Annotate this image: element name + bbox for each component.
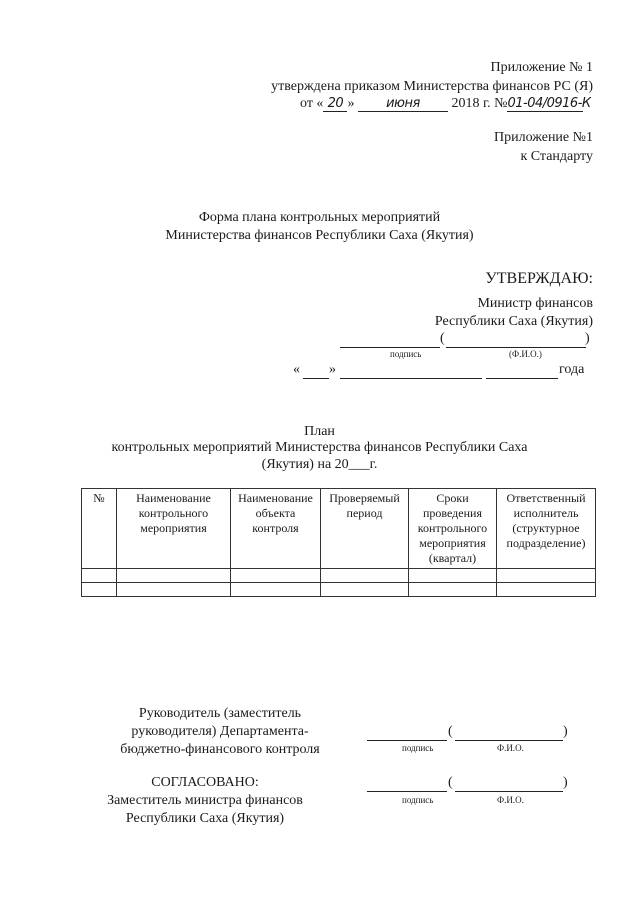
date-open-quote: « [293,362,300,377]
table-cell [496,582,596,597]
order-from-label: от « [300,96,324,111]
col-period: Проверяемый период [320,488,409,569]
head-signature-line [367,740,447,741]
table-cell [496,568,596,583]
minister-title: Министр финансов [477,296,593,311]
year-suffix: года [559,362,585,377]
col-event-name: Наименование контрольного мероприятия [116,488,231,569]
col-object-name: Наименование объекта контроля [230,488,321,569]
table-cell [116,582,231,597]
name-paren-close: ) [585,331,590,346]
table-cell [230,568,321,583]
plan-table: № Наименование контрольного мероприятия … [81,488,596,597]
head-paren-close: ) [563,724,568,739]
table-row [81,568,596,583]
deputy-name-line [455,791,563,792]
table-cell [81,568,117,583]
table-row [81,582,596,597]
appendix-standard-label: Приложение №1 [494,130,593,145]
plan-subtitle-line2: (Якутия) на 20___г. [261,457,378,472]
head-title-line1: Руководитель (заместитель [138,706,302,721]
table-cell [230,582,321,597]
order-day: 20 [323,96,348,112]
signature-line [340,347,440,348]
table-cell [116,568,231,583]
name-paren-open: ( [440,331,445,346]
head-name-caption: Ф.И.О. [497,743,524,753]
plan-subtitle-line1: контрольных мероприятий Министерства фин… [111,440,528,455]
signature-caption: подпись [390,349,422,359]
table-cell [408,568,497,583]
head-title-line2: руководителя) Департамента- [131,724,309,739]
approved-by-line: утверждена приказом Министерства финансо… [271,79,593,94]
date-month-line [340,378,482,379]
name-caption: (Ф.И.О.) [509,349,542,359]
approve-heading: УТВЕРЖДАЮ: [485,270,593,287]
deputy-signature-caption: подпись [402,795,434,805]
deputy-paren-close: ) [563,775,568,790]
agreed-heading: СОГЛАСОВАНО: [151,775,259,790]
minister-republic: Республики Саха (Якутия) [434,314,593,329]
form-title-line2: Министерства финансов Республики Саха (Я… [165,228,474,243]
plan-title: План [304,424,335,439]
date-day-line [303,378,329,379]
table-cell [320,582,409,597]
table-cell [408,582,497,597]
form-title-line1: Форма плана контрольных мероприятий [198,210,441,225]
date-year-line [486,378,558,379]
order-month: июня [357,96,448,112]
head-signature-caption: подпись [402,743,434,753]
col-number: № [81,488,117,569]
date-close-quote: » [329,362,336,377]
to-standard-label: к Стандарту [520,149,593,164]
deputy-title-line2: Республики Саха (Якутия) [125,811,285,826]
head-paren-open: ( [448,724,453,739]
table-header-row: № Наименование контрольного мероприятия … [81,488,596,569]
name-line [446,347,586,348]
col-dates: Сроки проведения контрольного мероприяти… [408,488,497,569]
deputy-paren-open: ( [448,775,453,790]
appendix-label: Приложение № 1 [490,60,594,75]
head-title-line3: бюджетно-финансового контроля [120,742,320,757]
head-name-line [455,740,563,741]
deputy-signature-line [367,791,447,792]
order-year-label: 2018 г. № [451,96,508,111]
order-number: 01-04/0916-К [507,96,591,112]
deputy-name-caption: Ф.И.О. [497,795,524,805]
col-responsible: Ответственный исполнитель (структурное п… [496,488,596,569]
table-cell [81,582,117,597]
order-day-close: » [347,96,355,111]
table-cell [320,568,409,583]
deputy-title-line1: Заместитель министра финансов [107,793,303,808]
order-line: от «20» июня 2018 г. №01-04/0916-К [300,96,591,112]
